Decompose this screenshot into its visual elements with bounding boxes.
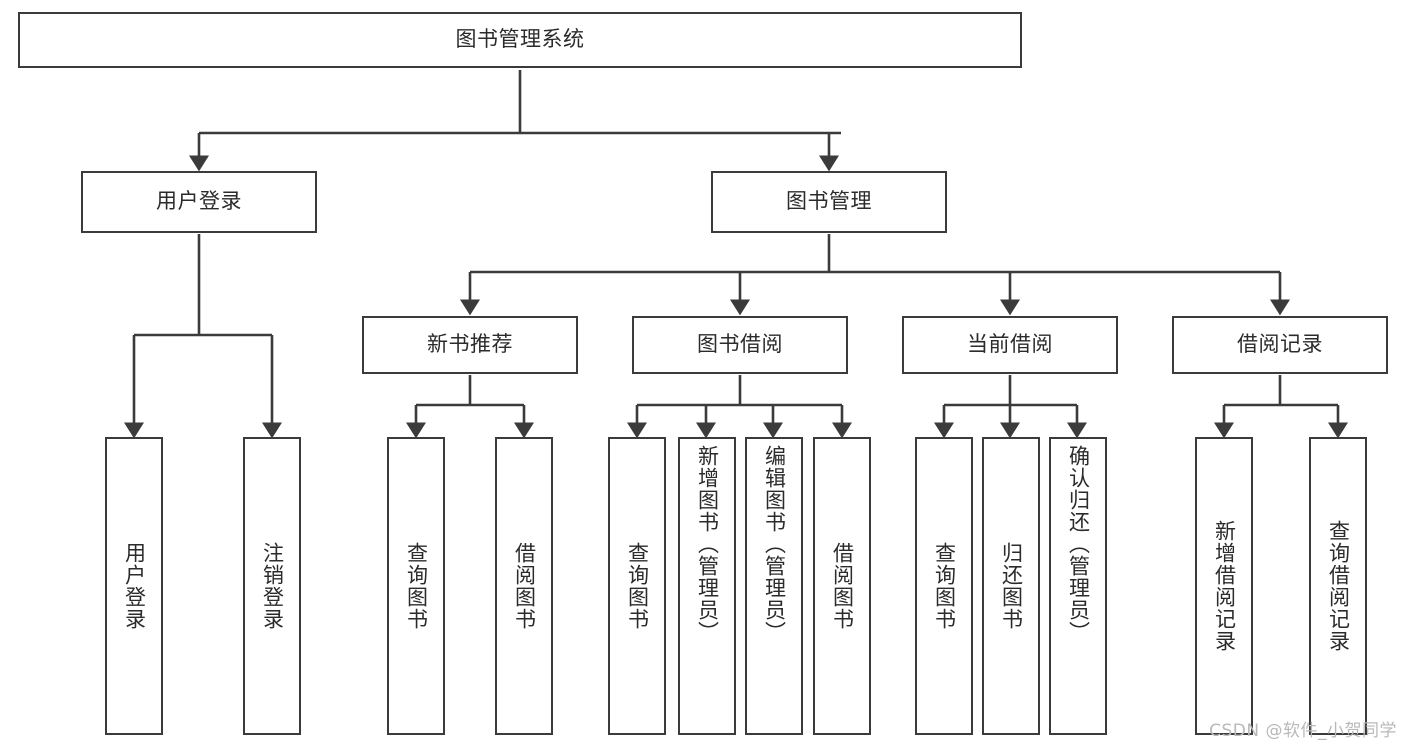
node-leaf-query-book-a-label: 查询图书	[404, 542, 429, 630]
node-leaf-add-book[interactable]: 新增图书（管理员）	[678, 437, 736, 735]
node-leaf-user-login-label: 用户登录	[122, 542, 147, 630]
node-leaf-user-login[interactable]: 用户登录	[105, 437, 163, 735]
node-leaf-confirm-return-label: 确认归还（管理员）	[1066, 445, 1091, 643]
node-borrow-record-label: 借阅记录	[1237, 332, 1323, 357]
node-leaf-add-book-label: 新增图书（管理员）	[695, 445, 720, 643]
watermark-text: CSDN @软件_小贺同学	[1209, 721, 1397, 741]
node-leaf-query-book-b-label: 查询图书	[625, 542, 650, 630]
node-leaf-query-book-b[interactable]: 查询图书	[608, 437, 666, 735]
node-leaf-query-record-label: 查询借阅记录	[1326, 520, 1351, 652]
node-leaf-logout-label: 注销登录	[260, 542, 285, 630]
node-new-book-recommend[interactable]: 新书推荐	[362, 316, 578, 374]
node-leaf-confirm-return[interactable]: 确认归还（管理员）	[1049, 437, 1107, 735]
node-user-login-label: 用户登录	[156, 189, 242, 214]
node-root[interactable]: 图书管理系统	[18, 12, 1022, 68]
node-leaf-query-book-c[interactable]: 查询图书	[915, 437, 973, 735]
node-leaf-borrow-book-a[interactable]: 借阅图书	[495, 437, 553, 735]
node-leaf-add-record-label: 新增借阅记录	[1212, 520, 1237, 652]
node-leaf-return-book[interactable]: 归还图书	[982, 437, 1040, 735]
node-leaf-return-book-label: 归还图书	[999, 542, 1024, 630]
node-leaf-borrow-book-b[interactable]: 借阅图书	[813, 437, 871, 735]
node-leaf-edit-book-label: 编辑图书（管理员）	[762, 445, 787, 643]
node-current-borrow-label: 当前借阅	[967, 332, 1053, 357]
node-root-label: 图书管理系统	[455, 27, 585, 52]
node-book-manage[interactable]: 图书管理	[711, 171, 947, 233]
node-leaf-query-record[interactable]: 查询借阅记录	[1309, 437, 1367, 735]
node-book-manage-label: 图书管理	[786, 189, 872, 214]
node-book-borrow[interactable]: 图书借阅	[632, 316, 848, 374]
node-user-login[interactable]: 用户登录	[81, 171, 317, 233]
node-current-borrow[interactable]: 当前借阅	[902, 316, 1118, 374]
node-leaf-borrow-book-a-label: 借阅图书	[512, 542, 537, 630]
node-leaf-edit-book[interactable]: 编辑图书（管理员）	[745, 437, 803, 735]
node-leaf-borrow-book-b-label: 借阅图书	[830, 542, 855, 630]
node-leaf-logout[interactable]: 注销登录	[243, 437, 301, 735]
node-borrow-record[interactable]: 借阅记录	[1172, 316, 1388, 374]
node-leaf-add-record[interactable]: 新增借阅记录	[1195, 437, 1253, 735]
node-new-book-recommend-label: 新书推荐	[427, 332, 513, 357]
node-leaf-query-book-c-label: 查询图书	[932, 542, 957, 630]
node-leaf-query-book-a[interactable]: 查询图书	[387, 437, 445, 735]
node-book-borrow-label: 图书借阅	[697, 332, 783, 357]
